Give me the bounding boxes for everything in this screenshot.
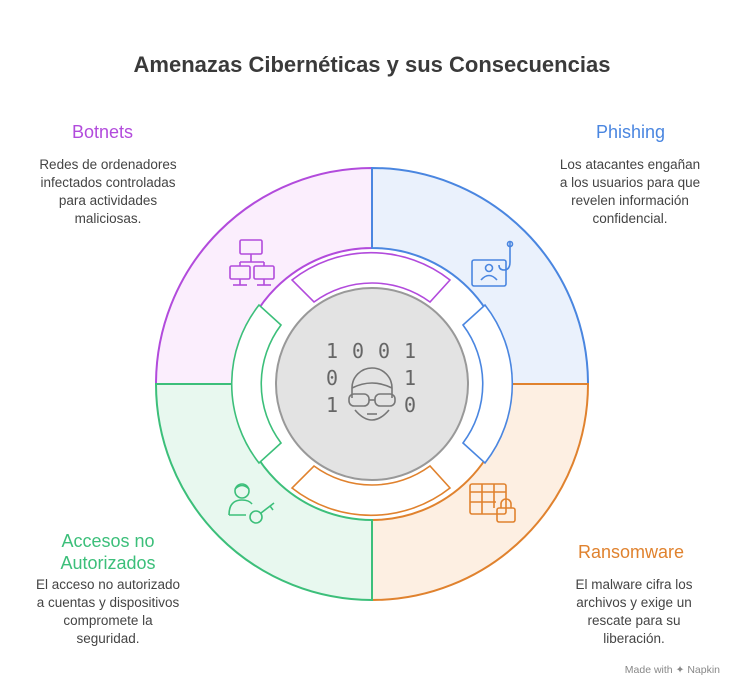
hacker-icon bbox=[348, 367, 396, 421]
desc-line: seguridad. bbox=[76, 631, 140, 646]
network-computers-icon bbox=[229, 239, 275, 286]
user-key-icon bbox=[228, 483, 275, 524]
binary-digit: 1 bbox=[326, 393, 338, 417]
locked-table-icon bbox=[469, 483, 516, 523]
ring-arc-left bbox=[230, 303, 283, 465]
phishing-description: Los atacantes engañan a los usuarios par… bbox=[530, 156, 730, 228]
binary-digit: 0 bbox=[378, 339, 390, 363]
botnets-description: Redes de ordenadores infectados controla… bbox=[8, 156, 208, 228]
napkin-logo-icon: ✦ bbox=[675, 664, 685, 676]
ring-arc-top bbox=[290, 251, 452, 304]
inner-ring bbox=[230, 251, 514, 517]
binary-digit: 1 bbox=[404, 366, 416, 390]
desc-line: maliciosas. bbox=[74, 211, 142, 226]
desc-line: compromete la bbox=[63, 613, 153, 628]
desc-line: para actividades bbox=[58, 193, 158, 208]
desc-line: El acceso no autorizado bbox=[35, 577, 181, 592]
phishing-hook-icon bbox=[471, 240, 514, 287]
accesos-title: Accesos no Autorizados bbox=[20, 530, 196, 574]
desc-line: archivos y exige un bbox=[576, 595, 692, 610]
ransomware-description: El malware cifra los archivos y exige un… bbox=[534, 576, 734, 648]
binary-digit: 0 bbox=[352, 339, 364, 363]
desc-line: revelen información bbox=[571, 193, 689, 208]
binary-digit: 1 bbox=[404, 339, 416, 363]
desc-line: liberación. bbox=[603, 631, 665, 646]
binary-digit: 0 bbox=[404, 393, 416, 417]
accesos-description: El acceso no autorizado a cuentas y disp… bbox=[8, 576, 208, 648]
footer-prefix: Made with bbox=[624, 664, 673, 676]
binary-digit: 0 bbox=[326, 366, 338, 390]
desc-line: a cuentas y dispositivos bbox=[36, 595, 180, 610]
ring-arc-bottom bbox=[290, 464, 452, 517]
binary-digits: 1 0 0 1 0 1 1 0 bbox=[326, 339, 416, 417]
desc-line: infectados controladas bbox=[40, 175, 176, 190]
desc-line: Los atacantes engañan bbox=[559, 157, 701, 172]
page-title: Amenazas Cibernéticas y sus Consecuencia… bbox=[133, 52, 611, 77]
title-line: Autorizados bbox=[60, 553, 156, 573]
desc-line: confidencial. bbox=[592, 211, 668, 226]
desc-line: rescate para su bbox=[587, 613, 681, 628]
quadrant-phishing bbox=[371, 166, 590, 385]
botnets-title: Botnets bbox=[72, 122, 134, 142]
center-circle bbox=[275, 287, 469, 481]
title-line: Accesos no bbox=[61, 531, 155, 551]
footer-brand: Napkin bbox=[687, 664, 720, 676]
phishing-title: Phishing bbox=[596, 122, 666, 142]
quadrant-accesos bbox=[154, 383, 373, 602]
footer-watermark[interactable]: Made with ✦ Napkin bbox=[625, 664, 720, 676]
desc-line: Redes de ordenadores bbox=[39, 157, 177, 172]
binary-digit: 1 bbox=[326, 339, 338, 363]
ring-arc-right bbox=[461, 303, 514, 465]
desc-line: El malware cifra los bbox=[575, 577, 693, 592]
ransomware-title: Ransomware bbox=[578, 542, 685, 562]
desc-line: a los usuarios para que bbox=[559, 175, 701, 190]
